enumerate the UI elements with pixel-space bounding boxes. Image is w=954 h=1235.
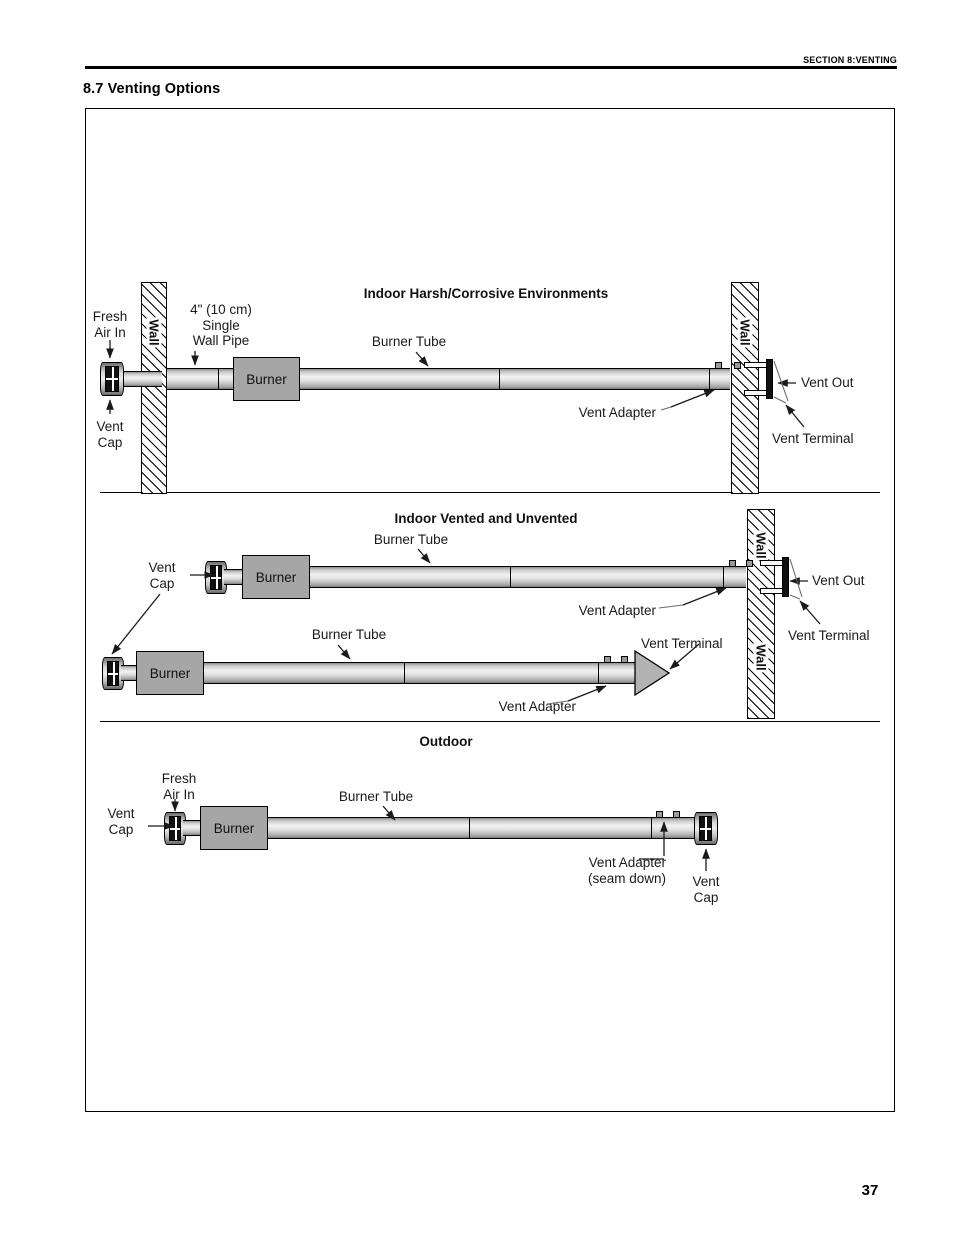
pipe-cap-to-burner-top xyxy=(224,569,244,585)
vent-cap-bar-v xyxy=(112,662,115,685)
diagram2-leader-lines xyxy=(111,548,821,705)
label-burner-tube-top: Burner Tube xyxy=(373,532,449,547)
adapter-screw-outdoor-2 xyxy=(673,811,680,818)
vent-cap-core xyxy=(107,661,119,686)
adapter-screw-2 xyxy=(734,362,741,369)
vent-adapter-top-seam xyxy=(723,566,725,588)
vent-cap-core xyxy=(169,816,181,841)
label-burner-tube: Burner Tube xyxy=(371,334,447,349)
burner-box-bottom: Burner xyxy=(136,651,204,695)
diagram-title-outdoor: Outdoor xyxy=(419,734,473,749)
section-divider-1 xyxy=(100,492,880,494)
header-rule xyxy=(85,66,897,69)
page-title: 8.7 Venting Options xyxy=(83,81,221,97)
label-fresh-air-in-outdoor: Fresh Air In xyxy=(161,771,197,802)
diagram-title-indoor-vented: Indoor Vented and Unvented xyxy=(394,511,578,526)
label-vent-terminal-right: Vent Terminal xyxy=(788,628,870,643)
vent-cap-bar-v xyxy=(174,817,177,840)
label-fresh-air-in: Fresh Air In xyxy=(92,309,128,340)
burner-label: Burner xyxy=(246,371,287,387)
diagram3-leader-lines xyxy=(148,799,710,871)
pipe-left-stub xyxy=(114,371,162,387)
burner-tube-top-seam xyxy=(510,566,512,588)
section-divider-2 xyxy=(100,721,880,723)
vent-cap-core xyxy=(105,366,119,392)
vent-cap-bar-v xyxy=(111,367,114,391)
vent-terminal-plate-top xyxy=(782,557,789,597)
page-header: SECTION 8:VENTING xyxy=(85,50,897,68)
burner-label: Burner xyxy=(255,569,297,585)
label-single-wall-pipe: 4" (10 cm) Single Wall Pipe xyxy=(190,302,252,348)
burner-tube-top xyxy=(310,566,746,588)
pipe-cap-to-burner-outdoor xyxy=(183,820,205,836)
header-section-name: VENTING xyxy=(855,55,897,65)
label-vent-out: Vent Out xyxy=(801,375,854,390)
adapter-screw-outdoor-1 xyxy=(656,811,663,818)
burner-tube-bottom-seam xyxy=(404,662,406,684)
burner-tube-bottom xyxy=(204,662,636,684)
vent-cap-core xyxy=(699,816,712,841)
label-vent-terminal-cone: Vent Terminal xyxy=(641,636,723,651)
vent-cap-bottom xyxy=(102,657,124,690)
label-vent-out: Vent Out xyxy=(812,573,865,588)
burner-tube xyxy=(300,368,730,390)
vent-cap-left xyxy=(100,362,124,396)
burner-label: Burner xyxy=(213,820,255,836)
adapter-screw-bottom-1 xyxy=(604,656,611,663)
label-vent-cap-shared: Vent Cap xyxy=(148,560,176,591)
diagram1-leader-lines xyxy=(106,340,805,428)
label-vent-cap-outdoor-left: Vent Cap xyxy=(107,806,135,837)
burner-tube-outdoor-seam xyxy=(469,817,471,839)
label-vent-adapter: Vent Adapter xyxy=(578,405,656,420)
adapter-screw-top-1 xyxy=(729,560,736,567)
adapter-screw-1 xyxy=(715,362,722,369)
burner-box: Burner xyxy=(233,357,300,401)
header-section-label: SECTION 8: xyxy=(803,55,856,65)
label-vent-cap-outdoor-right: Vent Cap xyxy=(692,874,720,905)
vent-terminal-plate xyxy=(766,359,773,399)
wall-right: Wall xyxy=(731,282,759,494)
vent-cap-bar-v xyxy=(215,566,218,589)
label-vent-adapter-bottom: Vent Adapter xyxy=(498,699,576,714)
label-burner-tube-outdoor: Burner Tube xyxy=(338,789,414,804)
vent-adapter-bottom-seam xyxy=(598,662,600,684)
burner-tube-seam xyxy=(499,368,501,390)
pipe-single-wall xyxy=(167,368,233,390)
adapter-screw-bottom-2 xyxy=(621,656,628,663)
label-vent-cap: Vent Cap xyxy=(96,419,124,450)
venting-options-figure: Indoor Harsh/Corrosive Environments Wall… xyxy=(85,108,895,1112)
label-burner-tube-bottom: Burner Tube xyxy=(311,627,387,642)
vent-cap-bar-v xyxy=(705,817,708,840)
wall-left: Wall xyxy=(141,282,167,494)
burner-box-outdoor: Burner xyxy=(200,806,268,850)
burner-label: Burner xyxy=(149,665,191,681)
burner-tube-outdoor xyxy=(268,817,706,839)
vent-adapter-seam xyxy=(709,368,711,390)
page-number: 37 xyxy=(861,1182,879,1199)
pipe-seam-left xyxy=(218,368,220,390)
label-vent-terminal: Vent Terminal xyxy=(772,431,854,446)
adapter-screw-top-2 xyxy=(746,560,753,567)
diagram-title-indoor-harsh: Indoor Harsh/Corrosive Environments xyxy=(363,286,609,301)
pipe-cap-to-burner-bottom xyxy=(121,665,138,681)
wall-right-tall: Wall Wall xyxy=(747,509,775,719)
label-vent-adapter-top: Vent Adapter xyxy=(578,603,656,618)
vent-adapter-outdoor-seam xyxy=(651,817,653,839)
vent-cap-outdoor-right xyxy=(694,812,718,845)
burner-box-top: Burner xyxy=(242,555,310,599)
